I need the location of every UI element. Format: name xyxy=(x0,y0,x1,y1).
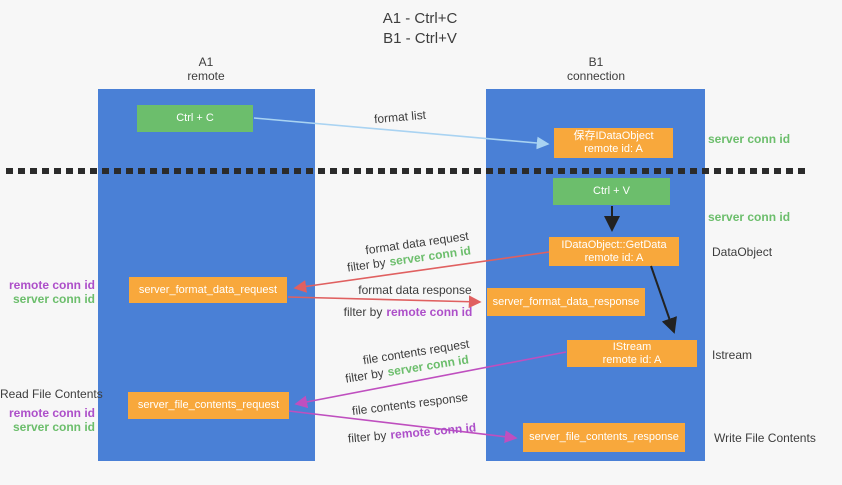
ctrl-c-label: Ctrl + C xyxy=(176,112,214,124)
node-ctrl-v: Ctrl + V xyxy=(553,178,670,205)
node-server-format-data-request: server_format_data_request xyxy=(129,277,287,303)
server-conn-id-label: server conn id xyxy=(12,292,95,306)
remote-conn-id-label: remote conn id xyxy=(8,406,95,420)
title-line-1: A1 - Ctrl+C xyxy=(382,10,458,27)
file-response-label: server_file_contents_response xyxy=(529,431,679,443)
save-idataobject-line1: 保存IDataObject xyxy=(573,130,654,142)
remote-conn-id-label: remote conn id xyxy=(8,278,95,292)
node-server-format-data-response: server_format_data_response xyxy=(487,288,645,316)
istream-line1: IStream xyxy=(612,340,652,353)
istream-label: Istream xyxy=(712,348,753,362)
format-request-label: server_format_data_request xyxy=(138,283,278,296)
title-line-2: B1 - Ctrl+V xyxy=(383,30,457,47)
lane-b1-role: connection xyxy=(566,69,626,83)
format-data-response-label: format data response xyxy=(358,283,472,297)
remote-conn-id-text: remote conn id xyxy=(386,305,473,319)
save-idataobject-line2: remote id: A xyxy=(584,143,643,155)
format-list-label: format list xyxy=(373,107,427,127)
filter-by-text: filter by xyxy=(347,428,388,446)
file-request-label: server_file_contents_request xyxy=(137,399,280,411)
write-file-contents-label: Write File Contents xyxy=(714,431,816,445)
read-file-contents-label: Read File Contents xyxy=(0,387,103,401)
remote-conn-id-text: remote conn id xyxy=(389,420,477,442)
server-conn-id-top-label: server conn id xyxy=(708,132,791,146)
file-contents-response-label: file contents response xyxy=(351,389,469,419)
server-conn-id-mid-label: server conn id xyxy=(708,210,791,224)
arrow-format-data-response xyxy=(287,295,482,309)
node-server-file-contents-response: server_file_contents_response xyxy=(523,423,685,452)
lane-a1-name: A1 xyxy=(198,55,214,69)
lane-header-a1: A1 remote xyxy=(136,55,276,83)
node-ctrl-c: Ctrl + C xyxy=(137,105,253,132)
diagram-title: A1 - Ctrl+C B1 - Ctrl+V xyxy=(310,9,530,49)
getdata-line1: IDataObject::GetData xyxy=(561,238,667,251)
lane-b1-name: B1 xyxy=(588,55,604,69)
node-server-file-contents-request: server_file_contents_request xyxy=(128,392,289,419)
dataobject-label: DataObject xyxy=(712,245,773,259)
node-save-idataobject: 保存IDataObject remote id: A xyxy=(554,128,673,158)
lane-a1-role: remote xyxy=(187,69,225,83)
filter-by-text: filter by xyxy=(343,305,383,319)
left-conn-ids-top: remote conn id server conn id xyxy=(0,278,95,306)
filter-by-text: filter by xyxy=(344,365,385,386)
filter-by-text: filter by xyxy=(346,255,387,275)
istream-line2: remote id: A xyxy=(602,353,662,366)
lane-header-b1: B1 connection xyxy=(526,55,666,83)
ctrl-v-label: Ctrl + V xyxy=(593,185,630,197)
left-conn-ids-bottom: remote conn id server conn id xyxy=(0,406,95,434)
getdata-line2: remote id: A xyxy=(584,251,644,264)
server-conn-id-label: server conn id xyxy=(12,420,95,434)
node-istream: IStream remote id: A xyxy=(567,340,697,367)
node-idataobject-getdata: IDataObject::GetData remote id: A xyxy=(549,237,679,266)
dotted-divider xyxy=(6,168,807,174)
format-response-label: server_format_data_response xyxy=(492,295,640,308)
